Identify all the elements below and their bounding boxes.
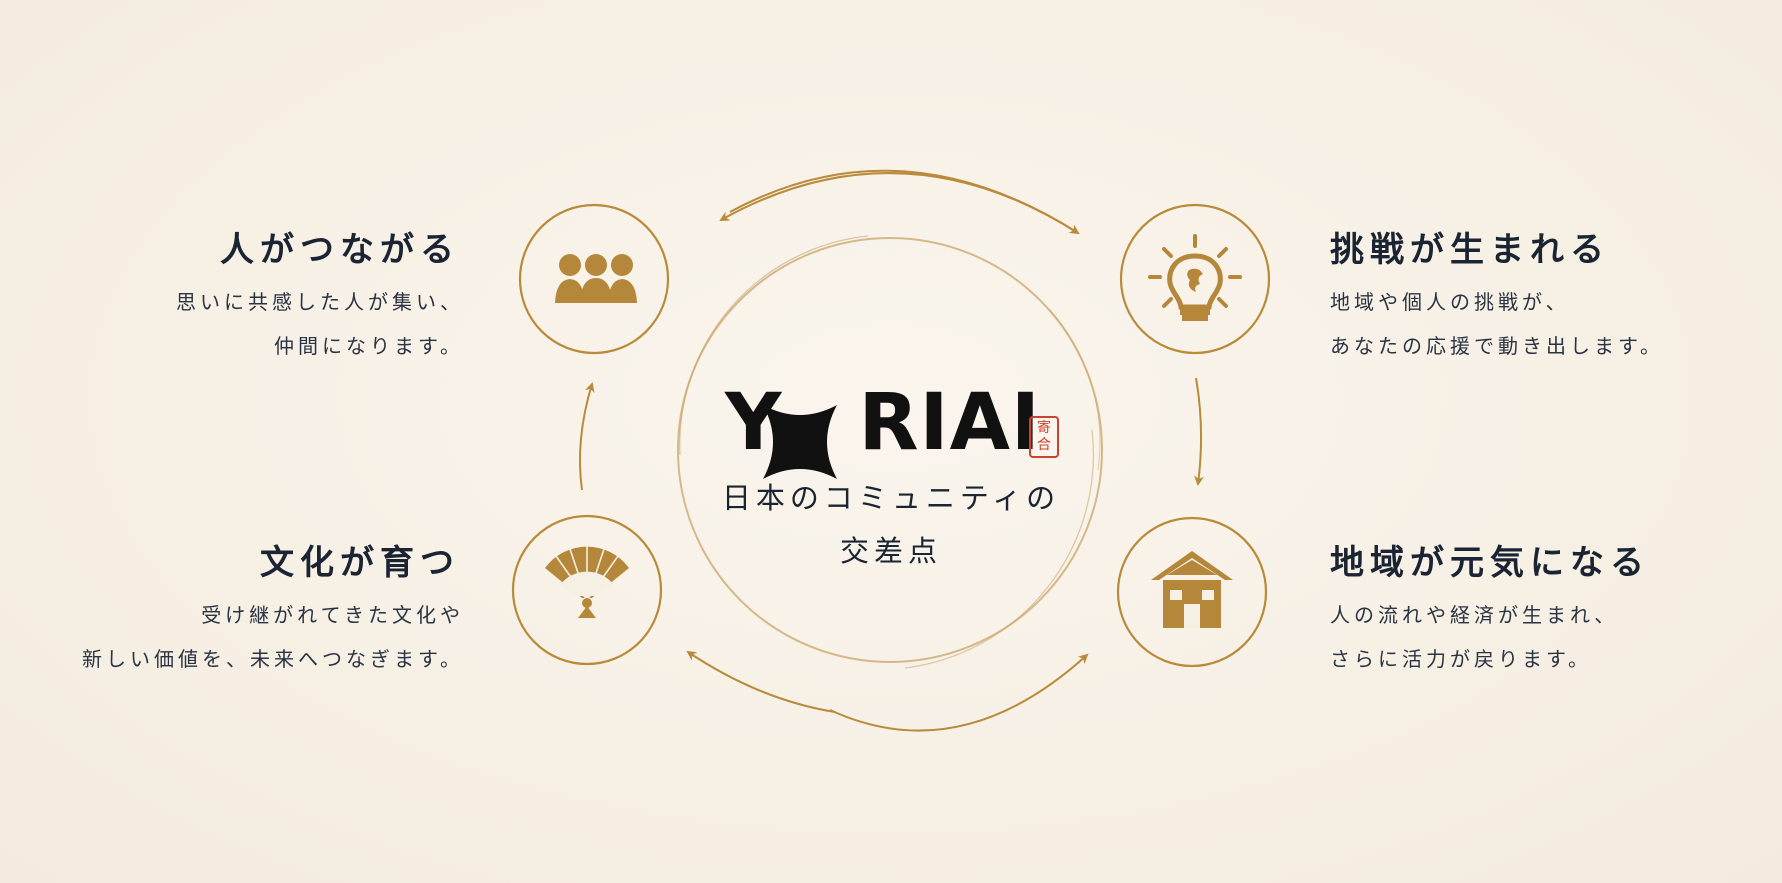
cycle-arrows <box>578 169 1204 732</box>
logo-mark-space <box>784 387 856 459</box>
node-desc-culture: 受け継がれてきた文化や 新しい価値を、未来へつなぎます。 <box>82 593 464 681</box>
node-title-challenge: 挑戦が生まれる <box>1330 230 1610 270</box>
yoriai-logo-mark <box>763 405 837 479</box>
node-desc-region: 人の流れや経済が生まれ、 さらに活力が戻ります。 <box>1330 593 1618 681</box>
node-desc-challenge: 地域や個人の挑戦が、 あなたの応援で動き出します。 <box>1330 280 1664 368</box>
node-desc-line: 仲間になります。 <box>274 334 464 358</box>
node-desc-line: 受け継がれてきた文化や <box>201 603 464 627</box>
node-desc-line: さらに活力が戻ります。 <box>1330 647 1592 671</box>
node-circle-region <box>1116 516 1268 668</box>
arrow-top-left <box>719 172 1079 234</box>
node-circle-connect <box>518 203 670 355</box>
center-ring <box>677 235 1103 669</box>
lightbulb-icon <box>1148 234 1242 321</box>
house-icon <box>1151 551 1233 628</box>
tagline-line-2: 交差点 <box>839 534 942 568</box>
seal-stamp: 寄合 <box>1029 416 1059 458</box>
arrow-bottom-right <box>829 653 1089 732</box>
node-desc-line: 思いに共感した人が集い、 <box>176 290 464 314</box>
folding-fan-icon <box>545 546 629 618</box>
node-desc-connect: 思いに共感した人が集い、 仲間になります。 <box>176 280 464 368</box>
logo-letters-riai: RIAI <box>858 378 1041 468</box>
node-title-connect: 人がつながる <box>220 230 460 270</box>
arrow-left-up <box>578 382 595 491</box>
arrow-top-right <box>729 169 1080 235</box>
yoriai-logo: Y RIAI <box>725 383 1041 463</box>
people-icon <box>555 254 637 303</box>
tagline-line-1: 日本のコミュニティの <box>721 481 1061 515</box>
arrow-right-down <box>1194 377 1204 486</box>
node-desc-line: あなたの応援で動き出します。 <box>1330 334 1664 358</box>
node-desc-line: 新しい価値を、未来へつなぎます。 <box>82 647 464 671</box>
node-desc-line: 地域や個人の挑戦が、 <box>1330 290 1570 314</box>
node-circle-culture <box>511 514 663 666</box>
node-title-region: 地域が元気になる <box>1330 543 1650 583</box>
node-circle-challenge <box>1119 203 1271 355</box>
node-desc-line: 人の流れや経済が生まれ、 <box>1330 603 1619 627</box>
node-title-culture: 文化が育つ <box>260 543 460 583</box>
arrow-bottom-left <box>686 650 836 713</box>
logo-letter-y: Y <box>725 378 783 468</box>
